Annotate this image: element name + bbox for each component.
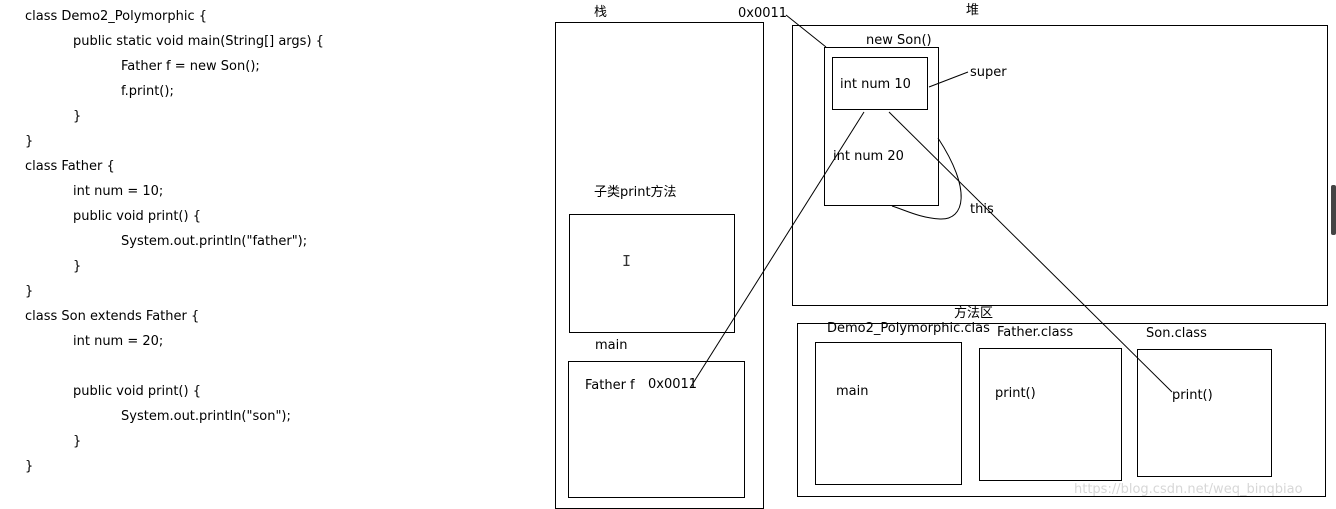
- watermark: https://blog.csdn.net/weq_binqbiao: [1074, 482, 1303, 497]
- son-object: [824, 47, 939, 206]
- address-pointer-line: [785, 14, 827, 48]
- class-box-son: [1137, 349, 1272, 477]
- main-frame: [568, 361, 745, 498]
- main-var-name: Father f: [585, 378, 635, 393]
- class-method: print(): [1172, 388, 1213, 403]
- super-field: int num 10: [840, 77, 911, 92]
- code-line: System.out.println("father");: [121, 234, 308, 249]
- code-line: System.out.println("son");: [121, 409, 291, 424]
- code-line: public static void main(String[] args) {: [73, 34, 324, 49]
- heap-region: [792, 25, 1328, 306]
- reference-line: [689, 111, 865, 389]
- heap-title: 堆: [966, 3, 980, 18]
- class-method: print(): [995, 386, 1036, 401]
- text-cursor-icon: I: [622, 252, 632, 270]
- method-area-region: [797, 323, 1326, 497]
- code-line: class Father {: [25, 159, 115, 174]
- super-field-box: [832, 57, 928, 110]
- code-line: class Demo2_Polymorphic {: [25, 9, 208, 24]
- main-frame-label: main: [595, 338, 628, 353]
- this-label: this: [970, 202, 994, 217]
- code-line: }: [25, 459, 34, 474]
- super-label: super: [970, 65, 1007, 80]
- class-method: main: [836, 384, 869, 399]
- son-print-link: [888, 111, 1173, 393]
- main-var-value: 0x0011: [648, 377, 698, 392]
- code-line: }: [73, 434, 82, 449]
- scrollbar[interactable]: [1331, 185, 1336, 235]
- code-line: int num = 10;: [73, 184, 164, 199]
- subclass-print-frame: [569, 214, 735, 333]
- class-name: Father.class: [997, 325, 1074, 340]
- code-line: public void print() {: [73, 384, 201, 399]
- class-box-father: [979, 348, 1122, 481]
- class-box-demo2: [815, 342, 962, 485]
- code-line: }: [25, 284, 34, 299]
- stack-title: 栈: [594, 5, 608, 20]
- heap-object-label: new Son(): [866, 33, 932, 48]
- code-line: class Son extends Father {: [25, 309, 200, 324]
- heap-address: 0x0011: [738, 6, 788, 21]
- method-area-title: 方法区: [954, 306, 994, 321]
- code-line: }: [73, 109, 82, 124]
- subclass-print-label: 子类print方法: [594, 185, 677, 200]
- code-line: Father f = new Son();: [121, 59, 260, 74]
- son-field: int num 20: [833, 149, 904, 164]
- code-line: public void print() {: [73, 209, 201, 224]
- code-line: f.print();: [121, 84, 174, 99]
- code-line: }: [25, 134, 34, 149]
- code-line: }: [73, 259, 82, 274]
- code-line: int num = 20;: [73, 334, 164, 349]
- super-pointer-line: [928, 71, 969, 88]
- class-name: Demo2_Polymorphic.clas: [827, 321, 990, 336]
- class-name: Son.class: [1146, 326, 1207, 341]
- this-pointer-curve: [891, 137, 962, 220]
- code-listing: class Demo2_Polymorphic { public static …: [0, 0, 540, 509]
